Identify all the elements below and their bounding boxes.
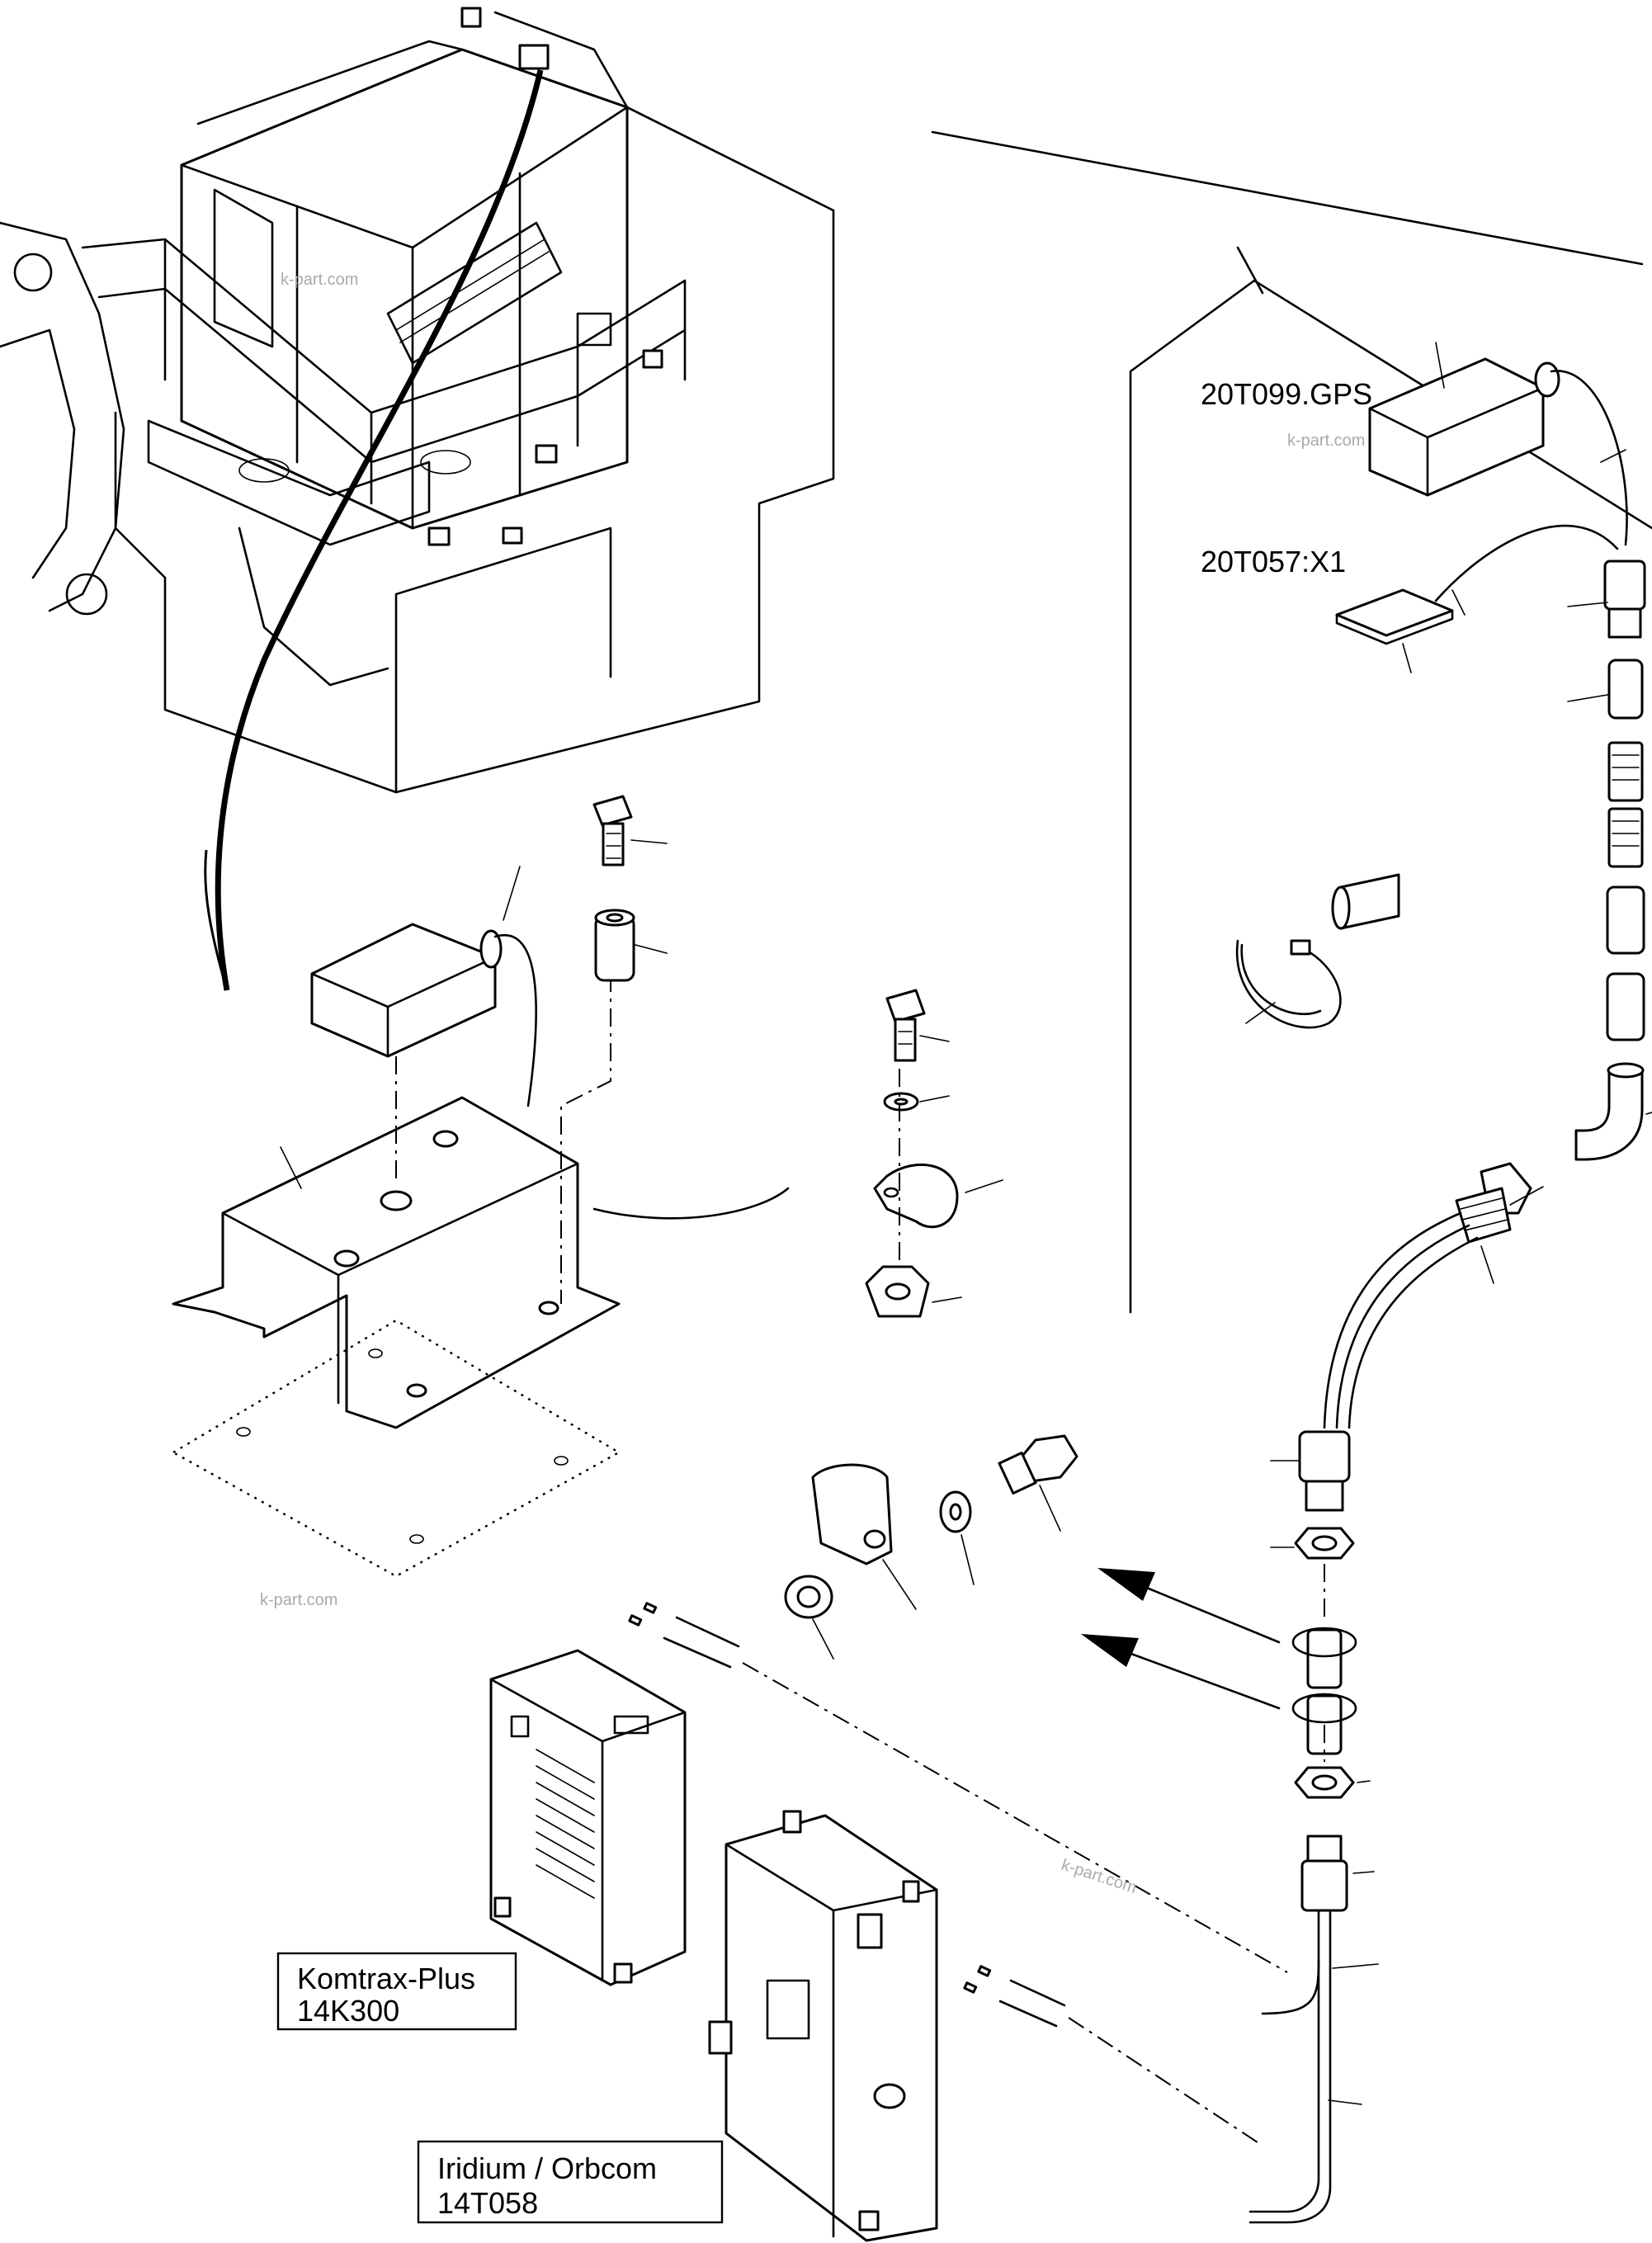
watermark: k-part.com <box>260 1591 337 1609</box>
iridium-orbcom-controller <box>708 1810 938 2242</box>
komtrax-label-line1: Komtrax-Plus <box>297 1962 475 1995</box>
watermark: k-part.com <box>281 271 358 289</box>
watermark: k-part.com <box>1287 432 1365 450</box>
feed-through-fitting <box>1323 1162 1544 1429</box>
gps-antenna-panel <box>931 130 1652 1314</box>
clamp-fastener-group <box>784 1434 1079 1660</box>
komtrax-plus-controller <box>489 1649 687 1986</box>
lower-connector-stack <box>1248 1430 1379 2224</box>
direction-arrows <box>1081 1568 1281 1710</box>
komtrax-vent-hatch <box>536 1749 595 1899</box>
bolt-and-spacer <box>592 795 668 982</box>
cable-tie <box>1235 873 1400 1029</box>
iridium-label-line2: 14T058 <box>437 2186 538 2220</box>
machine-cab-assembly <box>0 7 835 991</box>
connector-pad <box>1335 524 1619 673</box>
gps-receiver-on-bracket <box>310 866 537 1107</box>
gps-antenna <box>1368 342 1628 546</box>
iridium-label-box <box>417 2140 724 2224</box>
iridium-pins <box>963 1965 1066 2028</box>
watermark: k-part.com <box>1059 1856 1139 1897</box>
gps-antenna-label: 20T099.GPS <box>1201 377 1372 411</box>
mounting-bracket <box>171 1096 790 1578</box>
coax-connector-stack <box>1567 560 1652 1161</box>
komtrax-label-line2: 14K300 <box>297 1994 399 2028</box>
komtrax-label-box <box>276 1952 517 2031</box>
komtrax-pins <box>628 1602 740 1669</box>
iridium-label-line1: Iridium / Orbcom <box>437 2151 657 2185</box>
connector-x1-label: 20T057:X1 <box>1201 545 1346 578</box>
clip-fastener-stack <box>865 989 1003 1318</box>
